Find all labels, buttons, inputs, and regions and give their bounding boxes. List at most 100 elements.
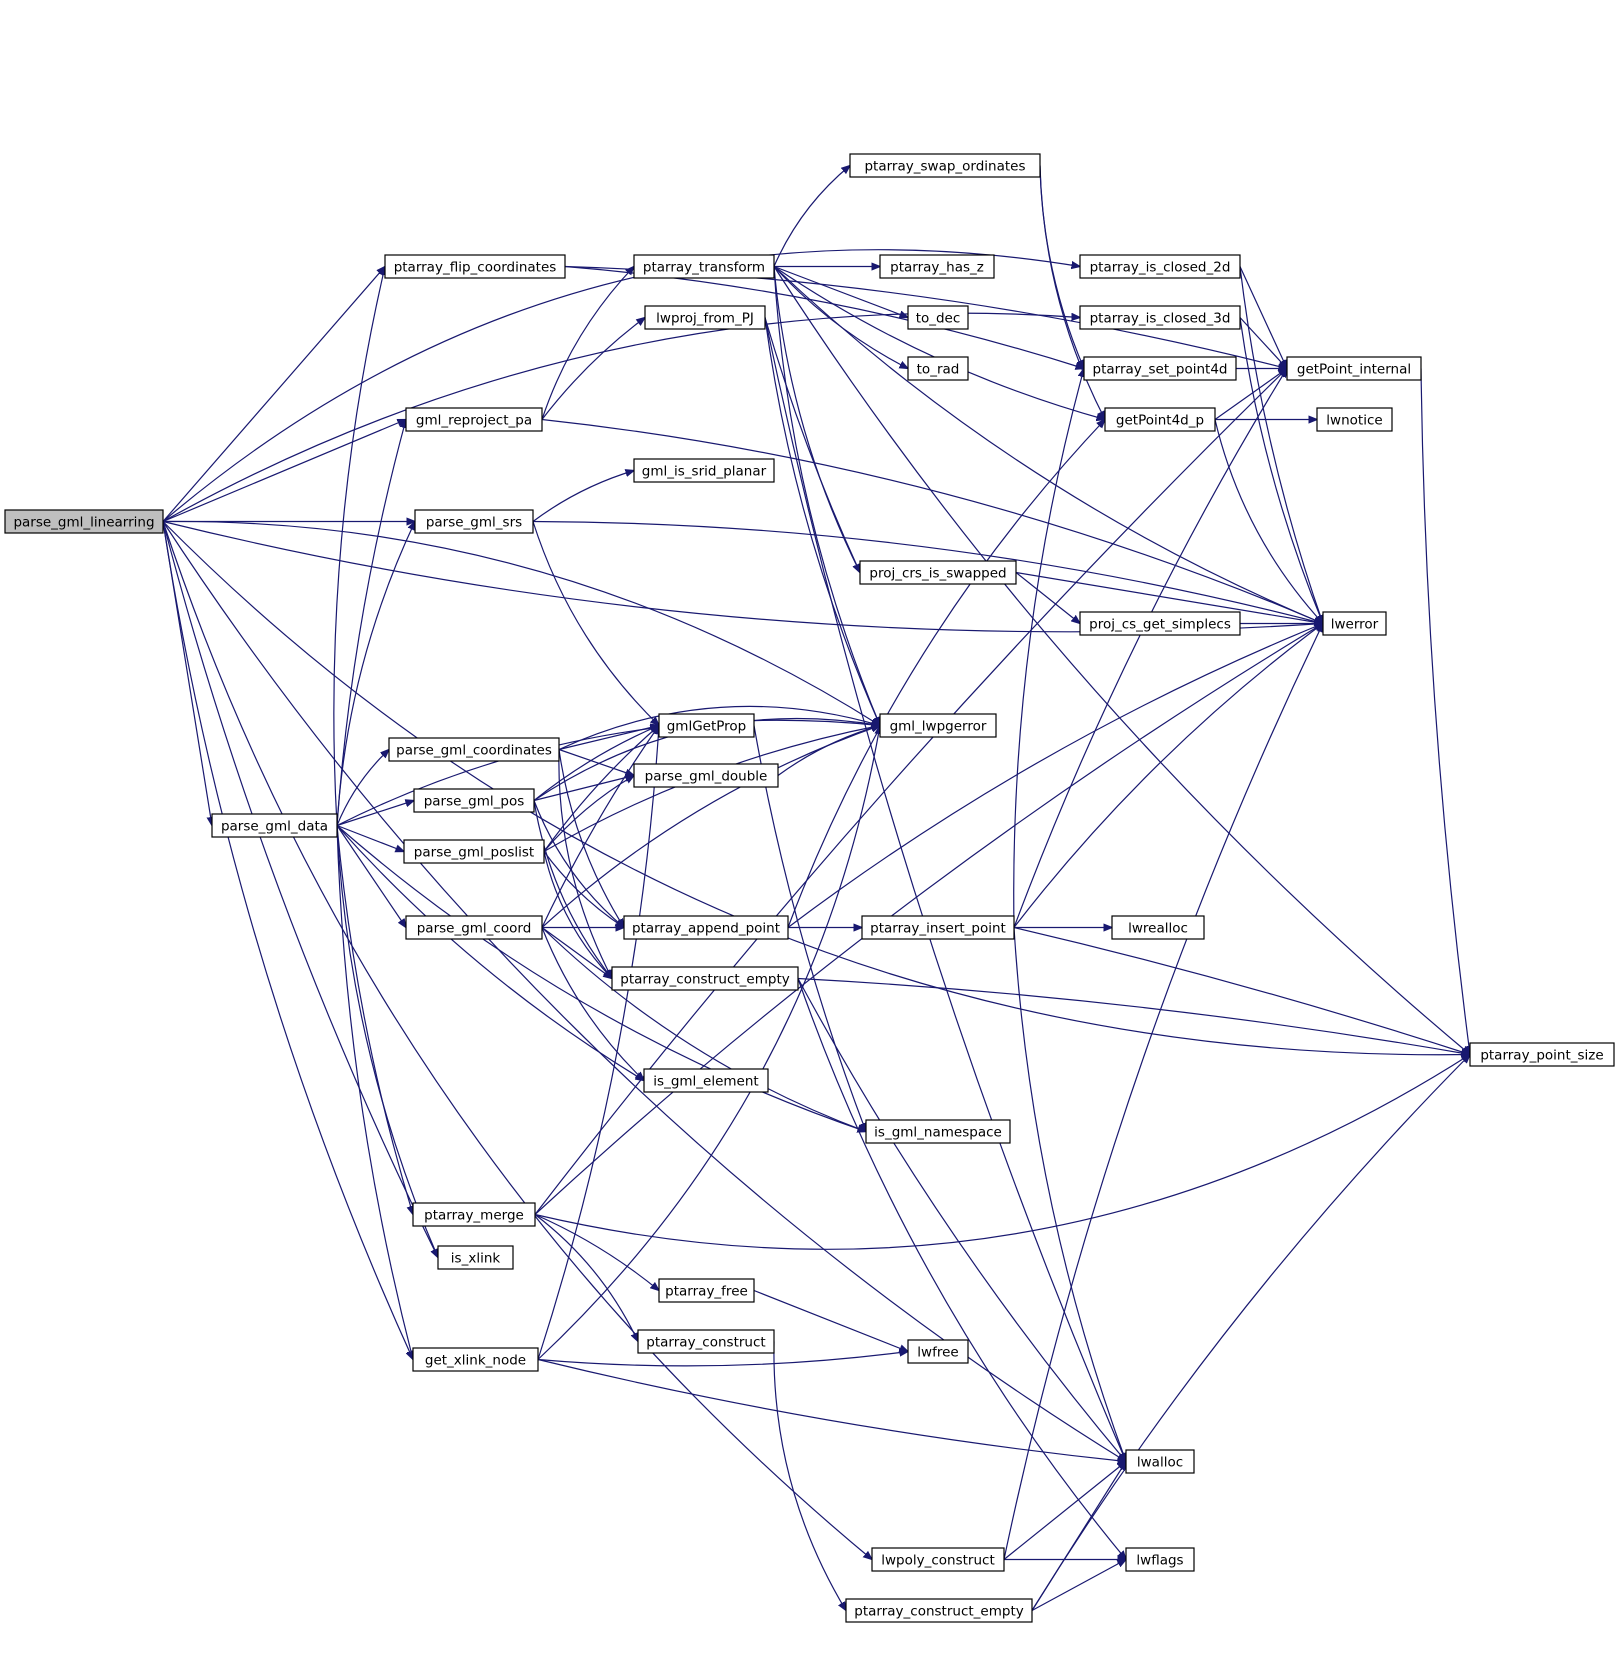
node-ptarray-is-closed-3d[interactable]: ptarray_is_closed_3d	[1079, 305, 1241, 330]
node-box	[879, 713, 997, 738]
node-box	[412, 1347, 539, 1372]
call-edge-n4-n5	[336, 825, 438, 1258]
node-ptarray-insert-point[interactable]: ptarray_insert_point	[861, 915, 1015, 940]
node-getpoint4d-p[interactable]: getPoint4d_p	[1104, 407, 1216, 432]
call-edge-n8-n36	[773, 266, 1105, 420]
node-parse-gml-coordinates[interactable]: parse_gml_coordinates	[388, 737, 560, 762]
node-ptarray-set-point4d[interactable]: ptarray_set_point4d	[1083, 356, 1237, 381]
node-proj-cs-get-simplecs[interactable]: proj_cs_get_simplecs	[1079, 611, 1241, 636]
node-is-xlink[interactable]: is_xlink	[437, 1245, 514, 1270]
node-ptarray-swap-ordinates[interactable]: ptarray_swap_ordinates	[849, 153, 1041, 178]
node-label: ptarray_is_closed_2d	[1090, 260, 1231, 276]
node-parse-gml-linearring[interactable]: parse_gml_linearring	[4, 509, 164, 534]
node-to-dec[interactable]: to_dec	[907, 305, 969, 330]
node-lwpoly-construct[interactable]: lwpoly_construct	[871, 1547, 1005, 1572]
call-edge-n20-n22	[534, 1214, 638, 1342]
node-gml-is-srid-planar[interactable]: gml_is_srid_planar	[633, 458, 775, 483]
node-gmlgetprop[interactable]: gmlGetProp	[658, 713, 755, 738]
node-box	[637, 1329, 775, 1354]
node-gml-lwpgerror[interactable]: gml_lwpgerror	[879, 713, 997, 738]
node-parse-gml-pos[interactable]: parse_gml_pos	[413, 788, 535, 813]
call-edge-n32-n40	[1031, 1560, 1126, 1612]
node-ptarray-free[interactable]: ptarray_free	[658, 1278, 755, 1303]
node-ptarray-append-point[interactable]: ptarray_append_point	[623, 915, 789, 940]
call-edge-n4-n1	[333, 267, 385, 826]
node-box	[871, 1547, 1005, 1572]
node-ptarray-flip-coordinates[interactable]: ptarray_flip_coordinates	[384, 254, 566, 279]
node-lwnotice[interactable]: lwnotice	[1316, 407, 1393, 432]
call-edge-n4-n19	[336, 825, 644, 1081]
node-label: lwpoly_construct	[881, 1553, 995, 1569]
node-ptarray-construct-empty[interactable]: ptarray_construct_empty	[845, 1598, 1033, 1623]
node-lwrealloc[interactable]: lwrealloc	[1111, 915, 1205, 940]
node-ptarray-construct[interactable]: ptarray_construct	[637, 1329, 775, 1354]
call-edge-n31-n39	[1003, 1462, 1126, 1560]
node-box	[861, 915, 1015, 940]
node-label: ptarray_has_z	[890, 260, 984, 276]
call-edge-n7-n35	[1039, 165, 1084, 369]
node-label: to_dec	[916, 311, 961, 327]
call-edge-n41-n44	[1420, 368, 1470, 1055]
call-edge-n12-n27	[777, 726, 880, 776]
node-label: lwfree	[917, 1345, 958, 1361]
node-ptarray-point-size[interactable]: ptarray_point_size	[1469, 1042, 1615, 1067]
node-box	[907, 1339, 969, 1364]
call-edge-n16-n27	[541, 726, 880, 928]
node-label: lwalloc	[1137, 1455, 1183, 1471]
node-ptarray-is-closed-2d[interactable]: ptarray_is_closed_2d	[1079, 254, 1241, 279]
call-edge-n9-n26	[764, 317, 860, 573]
node-is-gml-element[interactable]: is_gml_element	[643, 1068, 769, 1093]
node-lwerror[interactable]: lwerror	[1322, 611, 1387, 636]
call-edge-n18-n44	[797, 977, 1470, 1055]
call-edge-n14-n18	[533, 800, 612, 979]
call-edge-n34-n41	[1239, 317, 1287, 369]
node-to-rad[interactable]: to_rad	[907, 356, 969, 381]
node-box	[879, 254, 995, 279]
node-lwflags[interactable]: lwflags	[1125, 1547, 1195, 1572]
call-edge-n0-n34	[162, 312, 1080, 523]
node-label: ptarray_construct_empty	[854, 1604, 1023, 1620]
node-box	[405, 407, 543, 432]
node-box	[1125, 1449, 1195, 1474]
node-get-xlink-node[interactable]: get_xlink_node	[412, 1347, 539, 1372]
call-edge-n4-n15	[336, 824, 404, 852]
node-box	[4, 509, 164, 534]
call-edge-n8-n44	[773, 266, 1470, 1055]
node-label: lwnotice	[1326, 413, 1382, 429]
node-getpoint-internal[interactable]: getPoint_internal	[1286, 356, 1422, 381]
call-edge-n0-n27	[162, 520, 880, 725]
node-ptarray-transform[interactable]: ptarray_transform	[633, 254, 775, 279]
node-proj-crs-is-swapped[interactable]: proj_crs_is_swapped	[859, 560, 1017, 585]
node-gml-reproject-pa[interactable]: gml_reproject_pa	[405, 407, 543, 432]
call-edge-n2-n9	[541, 318, 645, 420]
node-lwproj-from-pj[interactable]: lwproj_from_PJ	[644, 305, 766, 330]
node-parse-gml-poslist[interactable]: parse_gml_poslist	[403, 839, 545, 864]
node-box	[633, 254, 775, 279]
node-box	[633, 763, 779, 788]
node-ptarray-has-z[interactable]: ptarray_has_z	[879, 254, 995, 279]
call-edge-n20-n41	[534, 369, 1287, 1215]
node-label: parse_gml_srs	[426, 515, 522, 531]
call-edge-n16-n29	[541, 927, 866, 1132]
node-parse-gml-double[interactable]: parse_gml_double	[633, 763, 779, 788]
node-label: parse_gml_pos	[424, 794, 525, 810]
node-label: parse_gml_linearring	[13, 515, 154, 531]
call-edge-n36-n43	[1214, 419, 1323, 624]
call-edge-n0-n31	[162, 521, 872, 1560]
node-ptarray-merge[interactable]: ptarray_merge	[412, 1202, 536, 1227]
node-label: is_gml_element	[653, 1074, 758, 1090]
node-is-gml-namespace[interactable]: is_gml_namespace	[865, 1119, 1011, 1144]
call-edge-n0-n33	[162, 249, 1080, 522]
call-edge-n3-n10	[532, 471, 634, 522]
node-parse-gml-data[interactable]: parse_gml_data	[211, 813, 338, 838]
node-label: getPoint_internal	[1297, 362, 1411, 378]
call-edge-n20-n21	[534, 1213, 659, 1291]
node-label: ptarray_free	[665, 1284, 748, 1300]
node-lwalloc[interactable]: lwalloc	[1125, 1449, 1195, 1474]
node-parse-gml-srs[interactable]: parse_gml_srs	[414, 509, 534, 534]
call-edge-n6-n30	[537, 1352, 908, 1367]
node-parse-gml-coord[interactable]: parse_gml_coord	[405, 915, 543, 940]
node-ptarray-construct-empty[interactable]: ptarray_construct_empty	[611, 966, 799, 991]
node-lwfree[interactable]: lwfree	[907, 1339, 969, 1364]
call-edge-n9-n27	[764, 317, 880, 726]
